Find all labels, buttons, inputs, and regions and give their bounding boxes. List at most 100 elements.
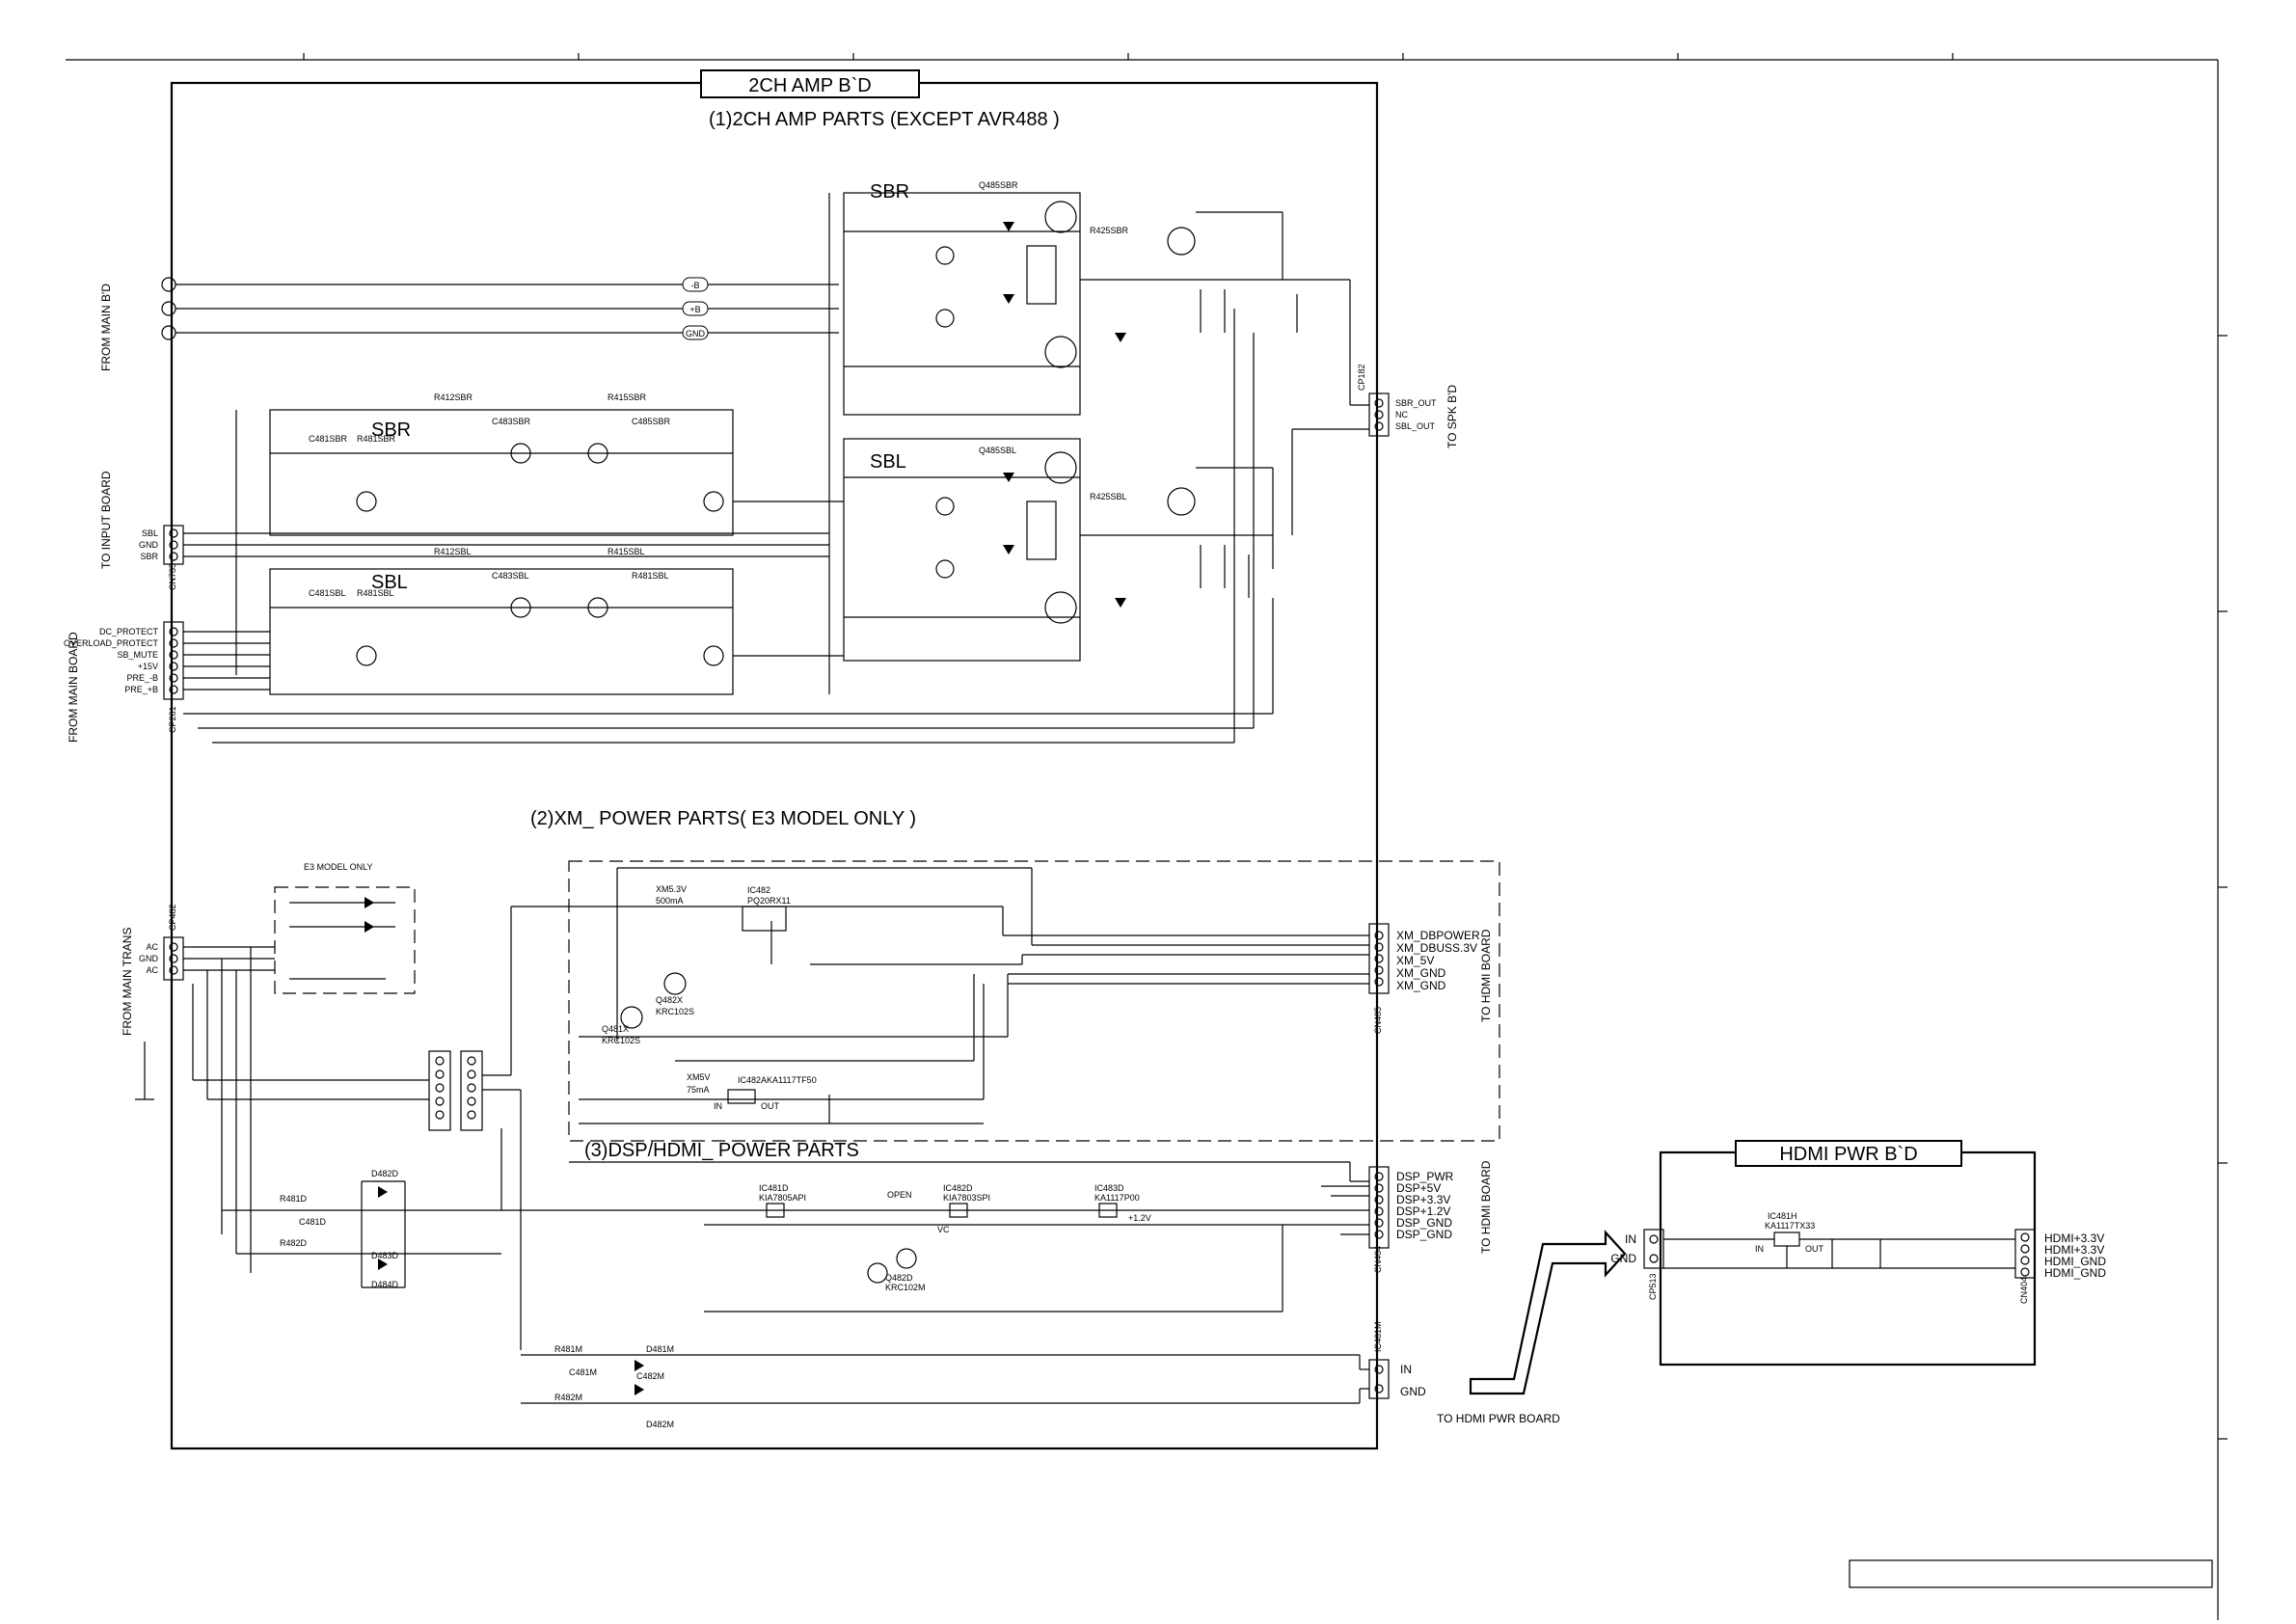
label-to-input-board: TO INPUT BOARD <box>99 471 113 569</box>
cn484-pin-1: DSP_PWR <box>1396 1170 1454 1183</box>
xm-ic2-out: OUT <box>761 1101 780 1111</box>
cp281-pin-1: DC_PROTECT <box>99 627 159 636</box>
hdmi-pwr-board-outline <box>1659 1150 2037 1367</box>
label-from-main-bd: FROM MAIN B'D <box>99 284 113 371</box>
part-label-sbr-4: Q485SBR <box>979 180 1018 190</box>
xm-q2-part: KRC102S <box>656 1007 694 1016</box>
cn404-pin-1: HDMI+3.3V <box>2044 1232 2104 1245</box>
hdmi-ic-out: OUT <box>1805 1244 1824 1254</box>
section-1-title: (1)2CH AMP PARTS (EXCEPT AVR488 ) <box>709 109 1060 130</box>
label-to-hdmi-pwr-board: TO HDMI PWR BOARD <box>1437 1412 1560 1425</box>
cp281-name: CP281 <box>168 706 177 733</box>
cn785-pin-3: SBR <box>140 552 158 561</box>
dsp-ic3-name: IC483D <box>1094 1183 1124 1193</box>
label-to-hdmi-board-1: TO HDMI BOARD <box>1479 929 1493 1022</box>
connector-ic481m <box>1368 1359 1390 1399</box>
xm-current-2: 75mA <box>687 1085 710 1095</box>
dsp-ic2-part: KIA7803SPI <box>943 1193 990 1203</box>
dsp-vc: VC <box>937 1225 950 1234</box>
cn404-pin-4: HDMI_GND <box>2044 1266 2106 1280</box>
channel-sbr-driver: SBR <box>371 420 411 441</box>
ic481m-pin-1: IN <box>1400 1363 1412 1376</box>
xm-ic1-name: IC482 <box>747 885 770 895</box>
rect-label-5: D483D <box>371 1251 399 1260</box>
part-label-sbl-8: R481SBL <box>632 571 669 581</box>
part-label-sbr-6: R415SBR <box>608 392 647 402</box>
part-label-sbl-1: C481SBL <box>309 588 346 598</box>
part-label-sbr-8: C485SBR <box>632 417 671 426</box>
cn485-pin-3: XM_5V <box>1396 954 1434 967</box>
rail-minus-b: -B <box>691 281 700 290</box>
part-label-sbl-4: Q485SBL <box>979 446 1016 455</box>
ic481m-name: IC481M <box>1373 1321 1383 1352</box>
connector-cp482 <box>135 936 275 1100</box>
cn485-name: CN485 <box>1373 1007 1383 1034</box>
dsp-ic3-part: KA1117P00 <box>1094 1193 1140 1203</box>
cp482-name: CP482 <box>168 904 177 931</box>
amp-bus-wires <box>183 193 1369 744</box>
dsp-q2-part: KRC102M <box>885 1283 926 1292</box>
cn484-pin-3: DSP+3.3V <box>1396 1193 1450 1206</box>
cn485-pin-1: XM_DBPOWER <box>1396 929 1480 942</box>
channel-sbl-out: SBL <box>870 451 906 473</box>
connector-cp281 <box>163 621 270 700</box>
cn785-pin-1: SBL <box>142 528 158 538</box>
hdmi-ic-in: IN <box>1755 1244 1764 1254</box>
cn785-name: CN785 <box>168 563 177 590</box>
dsp-ic1-name: IC481D <box>759 1183 789 1193</box>
cp513-name: CP513 <box>1648 1273 1658 1300</box>
rect-label-12: D482M <box>646 1420 674 1429</box>
xm-power-dashed-box <box>568 860 1500 1142</box>
title-block <box>1849 1559 2213 1588</box>
part-label-sbr-1: C481SBR <box>309 434 348 444</box>
part-label-sbl-5: R412SBL <box>434 547 472 556</box>
cn485-pin-2: XM_DBUSS.3V <box>1396 941 1477 955</box>
hdmi-pwr-wiring <box>1643 1229 2036 1279</box>
cp281-pin-2: OVERLOAD_PROTECT <box>64 638 159 648</box>
rect-label-4: D482D <box>371 1169 399 1178</box>
section-3-title: (3)DSP/HDMI_ POWER PARTS <box>584 1140 859 1161</box>
part-label-sbl-3: R425SBL <box>1090 492 1127 501</box>
cn404-name: CN404 <box>2019 1277 2029 1304</box>
part-label-sbr-2: R481SBR <box>357 434 396 444</box>
connector-cn485 <box>1368 923 1390 994</box>
cp482-pin-3: AC <box>146 965 158 975</box>
driver-stage-sbl <box>269 568 844 695</box>
dsp-v12: +1.2V <box>1128 1213 1151 1223</box>
rect-label-1: R481D <box>280 1194 308 1204</box>
hdmi-pwr-board-title-box <box>1735 1140 1962 1167</box>
dsp-ic1-part: KIA7805API <box>759 1193 806 1203</box>
cp513-pin-2: GND <box>1610 1252 1636 1265</box>
cp513-pin-1: IN <box>1625 1232 1636 1246</box>
xm-current-1: 500mA <box>656 896 684 906</box>
amp-board-title-box <box>700 69 920 98</box>
channel-sbr-out: SBR <box>870 181 909 203</box>
part-label-sbr-7: C483SBR <box>492 417 531 426</box>
e3-rectifier <box>289 897 395 980</box>
xm-q1-part: KRC102S <box>602 1036 640 1045</box>
driver-stage-sbr <box>235 409 844 675</box>
rail-gnd: GND <box>686 329 706 338</box>
cn484-name: CN484 <box>1373 1246 1383 1273</box>
label-to-hdmi-board-2: TO HDMI BOARD <box>1479 1160 1493 1254</box>
rect-label-9: C481M <box>569 1367 597 1377</box>
cn484-pin-2: DSP+5V <box>1396 1181 1441 1195</box>
xm-ic2-in: IN <box>714 1101 722 1111</box>
channel-sbl-driver: SBL <box>371 572 408 593</box>
xm-ic2-name: IC482A <box>738 1075 767 1085</box>
output-stage-sbr <box>843 192 1350 416</box>
amp-board-outline <box>170 81 1379 1450</box>
rect-label-10: C482M <box>636 1371 664 1381</box>
cp482-pin-1: AC <box>146 942 158 952</box>
xm-ic1-part: PQ20RX11 <box>747 896 791 906</box>
rail-plus-b: +B <box>689 305 700 314</box>
dsp-ic2-name: IC482D <box>943 1183 973 1193</box>
hdmi-ic-name: IC481H <box>1768 1211 1797 1221</box>
part-label-sbl-6: R415SBL <box>608 547 645 556</box>
label-from-main-trans: FROM MAIN TRANS <box>121 928 134 1036</box>
cp182-pin-2: NC <box>1395 410 1408 420</box>
rect-label-8: R482M <box>554 1393 582 1402</box>
cn484-pin-6: DSP_GND <box>1396 1228 1452 1241</box>
cp281-pin-6: PRE_+B <box>124 685 158 694</box>
